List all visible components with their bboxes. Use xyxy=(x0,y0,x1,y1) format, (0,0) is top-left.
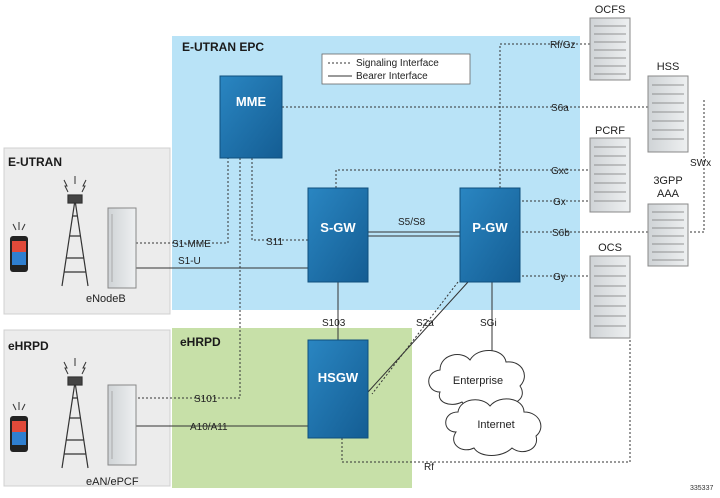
enodeb-cabinet[interactable] xyxy=(107,207,137,289)
hsgw-node[interactable]: HSGW xyxy=(307,339,369,439)
swx-label: SWx xyxy=(690,158,711,169)
legend-signaling-label: Signaling Interface xyxy=(356,58,439,69)
gy-label: Gy xyxy=(553,272,566,283)
signaling-links xyxy=(136,43,705,463)
s103-label: S103 xyxy=(322,318,346,329)
s1u-label: S1-U xyxy=(178,256,201,267)
eutran-region-title: E-UTRAN xyxy=(8,155,62,169)
ocs-label: OCS xyxy=(598,242,622,254)
ocfs-label: OCFS xyxy=(595,4,626,16)
hss-server-icon[interactable] xyxy=(647,75,689,153)
cell-tower-icon xyxy=(61,358,89,469)
aaa-label-line2: AAA xyxy=(657,188,680,200)
internet-cloud[interactable] xyxy=(445,398,542,456)
sgi-label: SGi xyxy=(480,318,497,329)
ehrpd-core-region-title: eHRPD xyxy=(180,335,221,349)
s5s8-label: S5/S8 xyxy=(398,217,426,228)
ocs-server-icon[interactable] xyxy=(589,255,631,339)
legend-bearer-label: Bearer Interface xyxy=(356,71,428,82)
ean-cabinet[interactable] xyxy=(107,384,137,466)
eutran-access-region xyxy=(3,147,171,315)
gx-label: Gx xyxy=(553,197,566,208)
s6a-label: S6a xyxy=(551,103,569,114)
internet-label: Internet xyxy=(477,419,514,431)
sgw-node[interactable]: S-GW xyxy=(307,187,369,283)
hsgw-label: HSGW xyxy=(318,370,359,385)
mobile-phone-icon xyxy=(10,402,28,452)
mme-label: MME xyxy=(236,94,267,109)
hss-label: HSS xyxy=(657,61,680,73)
s1mme-label: S1-MME xyxy=(172,239,211,250)
ehrpd-core-region xyxy=(172,328,412,488)
pgw-label: P-GW xyxy=(472,220,508,235)
gxc-label: Gxc xyxy=(551,166,569,177)
s101-label: S101 xyxy=(194,394,218,405)
ehrpd-access-region-title: eHRPD xyxy=(8,339,49,353)
enodeb-label: eNodeB xyxy=(86,293,126,305)
mme-node[interactable]: MME xyxy=(219,75,283,159)
pcrf-label: PCRF xyxy=(595,125,625,137)
ocfs-server-icon[interactable] xyxy=(589,17,631,81)
rf-label: Rf xyxy=(424,462,434,473)
sgw-label: S-GW xyxy=(320,220,356,235)
epc-region-title: E-UTRAN EPC xyxy=(182,40,264,54)
a10a11-label: A10/A11 xyxy=(190,422,228,433)
pcrf-server-icon[interactable] xyxy=(589,137,631,213)
s6b-label: S6b xyxy=(552,228,570,239)
figure-id: 335337 xyxy=(690,485,713,492)
s11-label: S11 xyxy=(266,237,283,248)
legend: Signaling Interface Bearer Interface xyxy=(321,53,471,85)
s2a-label: S2a xyxy=(416,318,434,329)
aaa-server-icon[interactable] xyxy=(647,203,689,267)
bearer-links xyxy=(136,231,493,427)
enterprise-label: Enterprise xyxy=(453,375,503,387)
cell-tower-icon xyxy=(61,176,89,287)
rfgz-label: Rf/Gz xyxy=(550,40,576,51)
mobile-phone-icon xyxy=(10,222,28,272)
pgw-node[interactable]: P-GW xyxy=(459,187,521,283)
ean-label: eAN/ePCF xyxy=(86,476,139,488)
aaa-label-line1: 3GPP xyxy=(653,175,682,187)
